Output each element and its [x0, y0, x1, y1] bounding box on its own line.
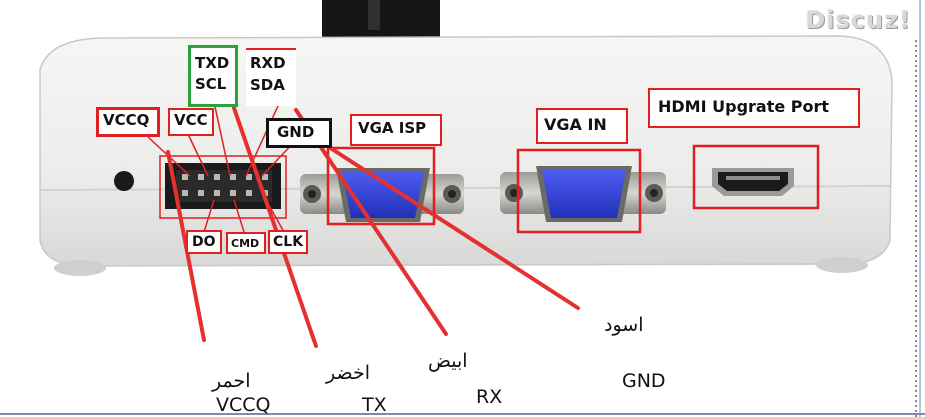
pin-header-outline	[159, 155, 287, 219]
rxd-text: RXD	[250, 54, 286, 72]
vga-isp-label: VGA ISP	[350, 114, 442, 146]
screw-hole	[114, 171, 134, 191]
gnd-label: GND	[266, 118, 332, 148]
cmd-label: CMD	[226, 232, 266, 254]
txd-scl-label: TXD SCL	[188, 45, 238, 107]
vcc-label: VCC	[168, 108, 214, 136]
sda-text: SDA	[250, 75, 285, 94]
discuz-watermark: Discuz!	[805, 6, 911, 34]
scl-text: SCL	[195, 74, 227, 93]
hdmi-label: HDMI Upgrate Port	[648, 88, 860, 128]
vga-in-connector	[500, 166, 666, 222]
vga-in-label: VGA IN	[536, 108, 628, 144]
wire-tx	[232, 106, 318, 348]
hdmi-port	[712, 168, 794, 196]
wire-gnd	[316, 138, 580, 310]
do-label: DO	[186, 230, 222, 254]
hdmi-outline	[692, 144, 820, 210]
vga-isp-connector	[300, 168, 464, 222]
caption-vccq-latin: VCCQ	[216, 394, 271, 416]
foot-right	[816, 257, 868, 273]
caption-gnd-arabic: اسود	[604, 314, 644, 336]
caption-rx-latin: RX	[476, 386, 503, 408]
vga-in-outline	[516, 148, 642, 234]
caption-vccq-arabic: احمر	[212, 370, 251, 392]
clk-label: CLK	[268, 230, 308, 254]
rxd-sda-label: RXD SDA	[246, 48, 296, 106]
vccq-label: VCCQ	[96, 107, 160, 137]
top-cable	[322, 0, 440, 42]
vga-isp-outline	[326, 146, 436, 226]
caption-tx-arabic: اخضر	[326, 362, 370, 384]
caption-tx-latin: TX	[362, 394, 387, 416]
foot-left	[54, 260, 106, 276]
txd-text: TXD	[195, 54, 230, 72]
caption-rx-arabic: ابيض	[428, 350, 468, 372]
caption-gnd-latin: GND	[622, 370, 666, 392]
